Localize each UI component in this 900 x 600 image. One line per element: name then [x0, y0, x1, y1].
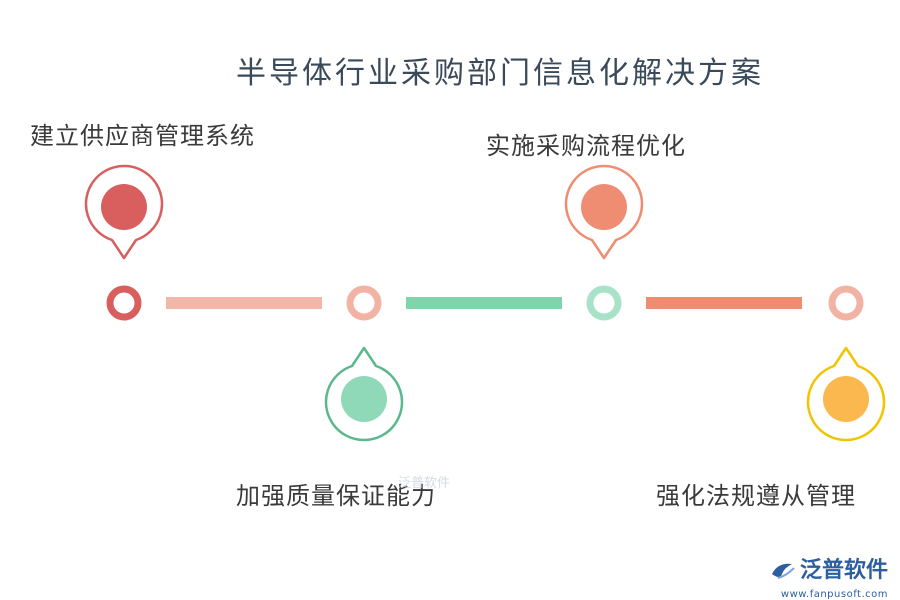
- watermark-text: 泛普软件: [398, 476, 451, 491]
- timeline-node-2: [346, 285, 382, 321]
- pin-marker-1: [84, 164, 164, 260]
- pin-marker-3: [564, 164, 644, 260]
- timeline-node-3: [586, 285, 622, 321]
- pin-marker-4: [806, 346, 886, 442]
- step-3-label: 实施采购流程优化: [486, 132, 686, 160]
- connector-1: [166, 297, 322, 309]
- logo-url[interactable]: www.fanpusoft.com: [780, 589, 888, 600]
- pin-marker-2: [324, 346, 404, 442]
- brand-logo[interactable]: 泛普软件: [770, 560, 888, 582]
- timeline-node-4: [828, 285, 864, 321]
- step-2-label: 加强质量保证能力: [236, 482, 436, 510]
- step-4-label: 强化法规遵从管理: [656, 482, 856, 510]
- timeline-node-1: [106, 285, 142, 321]
- connector-3: [646, 297, 802, 309]
- logo-icon: [771, 563, 795, 579]
- step-1-label: 建立供应商管理系统: [30, 122, 255, 150]
- connector-2: [406, 297, 562, 309]
- page-title: 半导体行业采购部门信息化解决方案: [236, 56, 764, 91]
- logo-text: 泛普软件: [799, 558, 888, 583]
